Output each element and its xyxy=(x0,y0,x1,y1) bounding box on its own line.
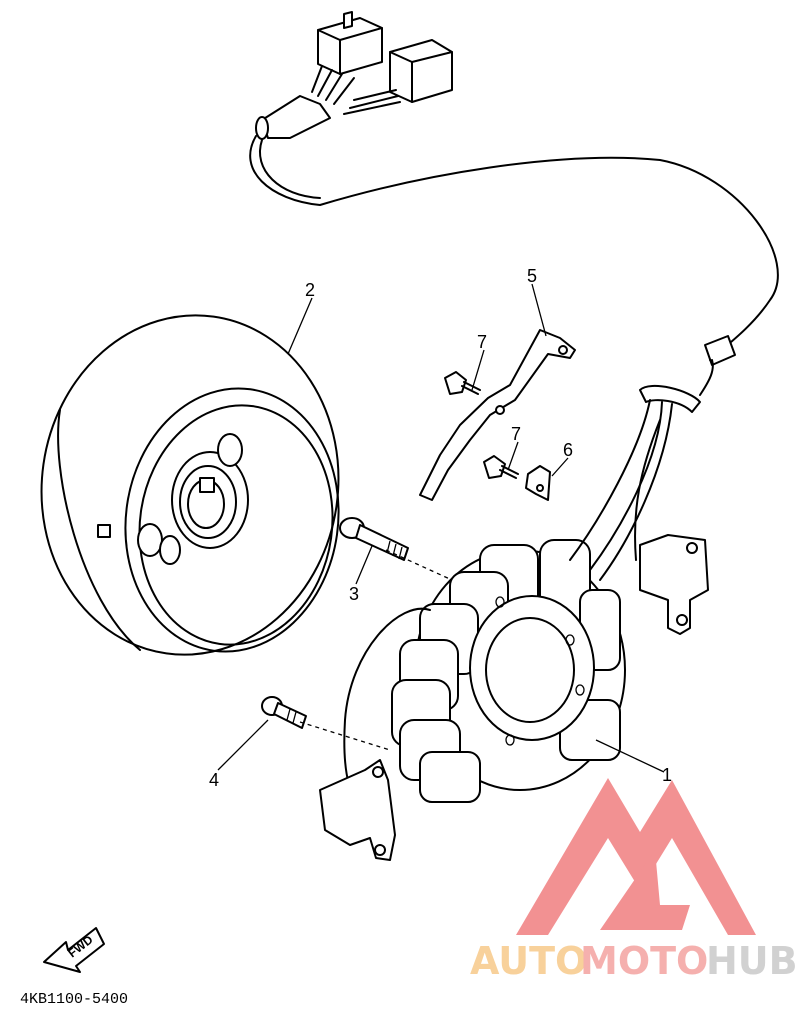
callout-1: 1 xyxy=(662,765,672,785)
watermark-hub: HUB xyxy=(706,939,798,983)
callout-5: 5 xyxy=(527,266,537,286)
callout-4: 4 xyxy=(209,770,219,790)
callout-7-lower: 7 xyxy=(511,424,521,444)
diagram-part-number: 4KB1100-5400 xyxy=(20,991,128,1008)
screw-7-lower xyxy=(483,455,519,479)
callout-2: 2 xyxy=(305,280,315,300)
watermark-logo: AUTO MOTO HUB xyxy=(470,778,798,983)
callout-6: 6 xyxy=(563,440,573,460)
flywheel-rotor xyxy=(40,314,340,656)
leader-lines xyxy=(217,283,665,773)
watermark-auto: AUTO xyxy=(470,939,587,983)
pickup-coil-right xyxy=(639,534,709,635)
pickup-coil-lower xyxy=(319,759,396,861)
watermark-moto: MOTO xyxy=(580,939,708,983)
screw-4 xyxy=(261,696,307,729)
lead-holder-plate xyxy=(419,329,576,501)
fwd-arrow-icon: FWD xyxy=(43,927,105,973)
screw-7-upper xyxy=(444,371,481,395)
clamp xyxy=(525,465,551,501)
callout-3: 3 xyxy=(349,584,359,604)
wire-harness-connectors xyxy=(249,11,779,366)
stator-assembly xyxy=(391,539,626,803)
bolt-3 xyxy=(339,517,409,561)
callout-7-upper: 7 xyxy=(477,332,487,352)
